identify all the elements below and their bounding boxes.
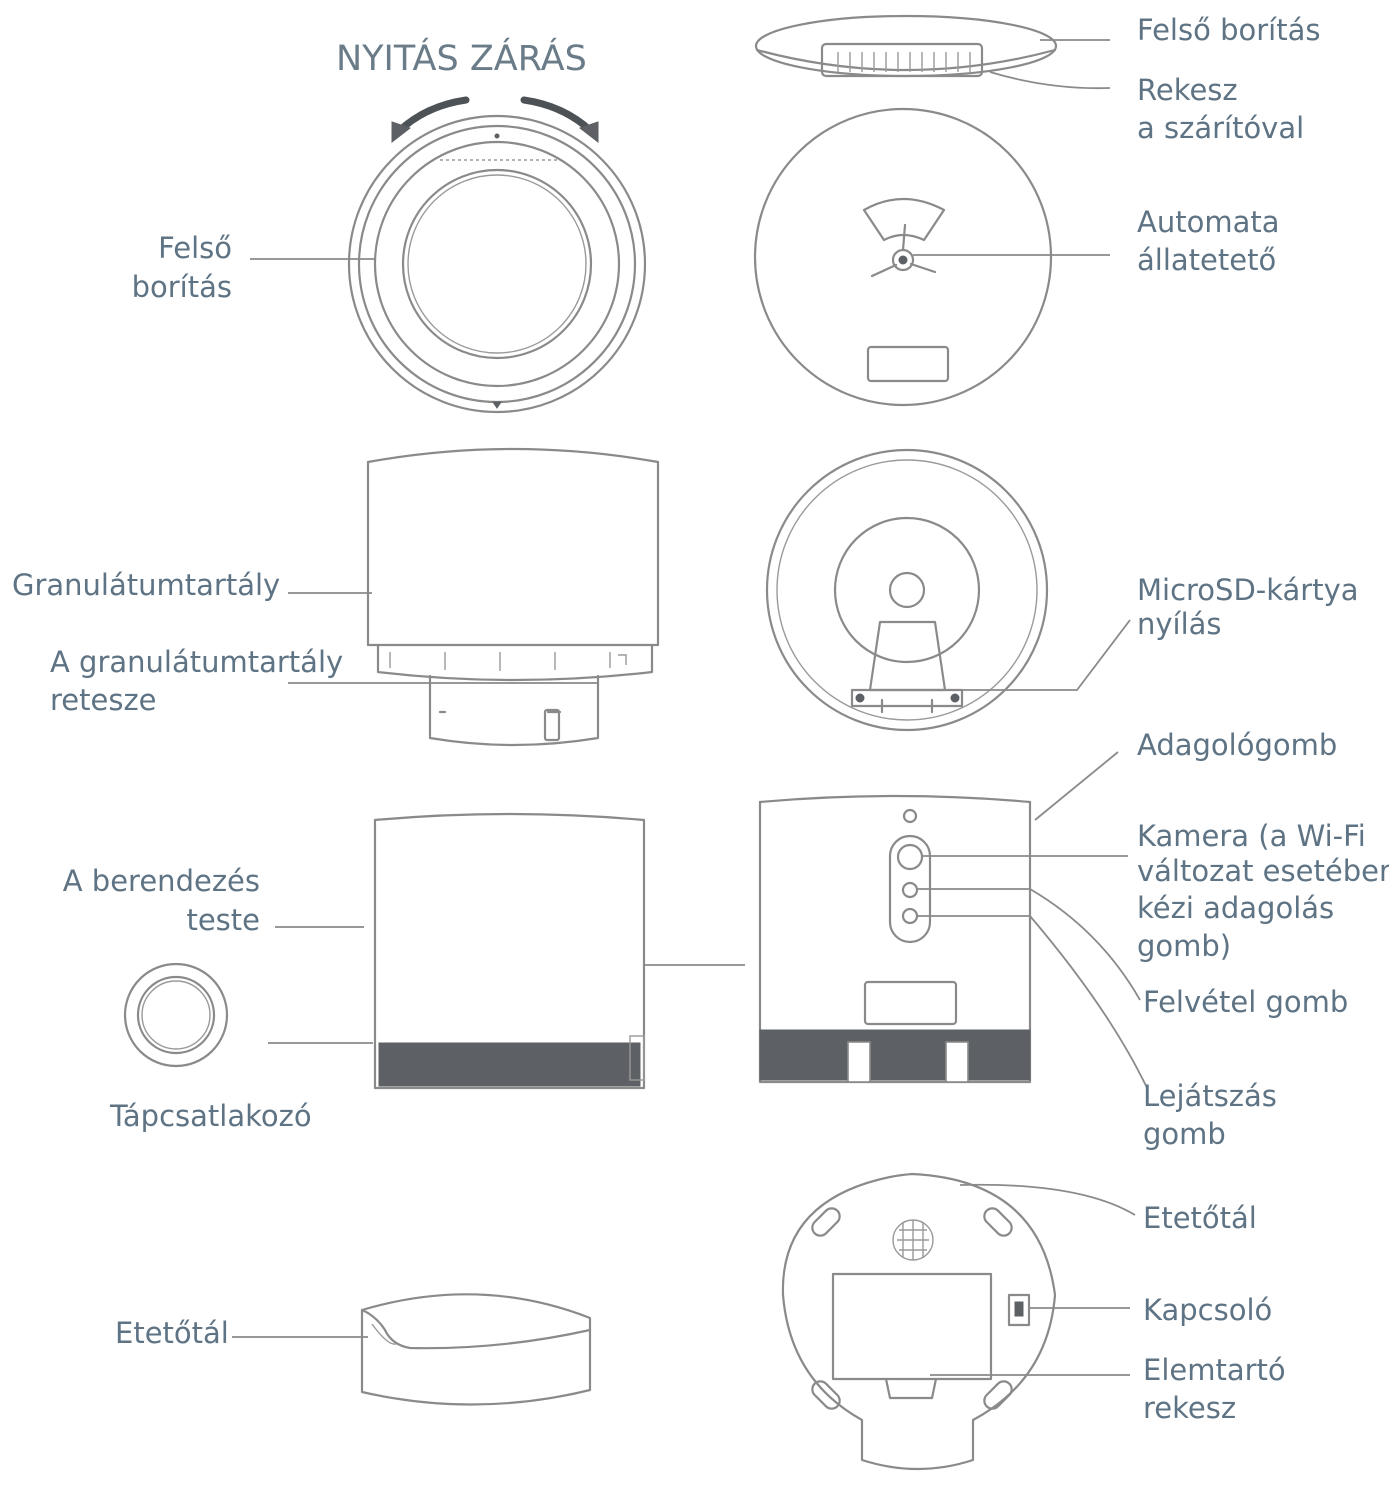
microsd-leader: [950, 619, 1131, 691]
label-auto-feeder-1: Automata: [1137, 205, 1280, 239]
label-microsd-2: nyílás: [1137, 607, 1222, 641]
label-record-button: Felvétel gomb: [1143, 985, 1348, 1019]
label-switch: Kapcsoló: [1143, 1293, 1272, 1327]
label-body-2: teste: [186, 903, 260, 937]
label-bowl-left: Etetőtál: [115, 1316, 229, 1350]
label-bowl-right: Etetőtál: [1143, 1201, 1257, 1235]
label-microsd-1: MicroSD-kártya: [1137, 573, 1359, 607]
label-compartment-1: Rekesz: [1137, 73, 1238, 107]
label-top-cover-left-1: Felső: [158, 231, 232, 265]
feeder-top-view-illustration: [753, 107, 1053, 407]
tank-bottom-view-illustration: [765, 448, 1049, 732]
bowl-right-leader: [959, 1183, 1136, 1216]
record-button-leader: [917, 888, 1141, 1001]
label-camera-3: kézi adagolás: [1137, 891, 1334, 925]
granule-tank-illustration: [366, 447, 660, 747]
label-granule-latch-2: retesze: [50, 683, 157, 717]
label-granule-latch-1: A granulátumtartály: [50, 645, 343, 679]
label-top-cover-right: Felső borítás: [1137, 13, 1320, 47]
playback-button-leader: [917, 915, 1149, 1091]
label-battery-2: rekesz: [1143, 1391, 1236, 1425]
label-camera-2: változat esetében: [1137, 854, 1389, 888]
device-body-front-illustration: [373, 812, 646, 1090]
label-granule-tank: Granulátumtartály: [12, 568, 280, 602]
feeding-bowl-illustration: [360, 1293, 592, 1406]
label-auto-feeder-2: állatetető: [1137, 243, 1276, 277]
top-cover-front-illustration: [347, 114, 647, 414]
label-body-1: A berendezés: [63, 864, 260, 898]
label-playback-button-1: Lejátszás: [1143, 1079, 1277, 1113]
label-battery-1: Elemtartó: [1143, 1353, 1286, 1387]
power-connector-illustration: [123, 962, 229, 1068]
compartment-leader: [989, 71, 1111, 90]
label-camera-1: Kamera (a Wi-Fi: [1137, 819, 1366, 853]
device-bottom-view-illustration: [781, 1172, 1057, 1471]
label-compartment-2: a szárítóval: [1137, 111, 1304, 145]
top-cover-side-illustration: [754, 14, 1058, 78]
label-power-connector: Tápcsatlakozó: [109, 1099, 312, 1133]
diagram-title: NYITÁS ZÁRÁS: [336, 37, 587, 79]
label-playback-button-2: gomb: [1143, 1117, 1226, 1151]
label-top-cover-left-2: borítás: [132, 270, 232, 304]
label-dispense-button: Adagológomb: [1137, 728, 1337, 762]
label-camera-4: gomb): [1137, 929, 1231, 963]
open-arrowhead-icon: [391, 121, 412, 144]
close-arrowhead-icon: [578, 121, 599, 144]
dispense-button-leader: [1034, 751, 1119, 821]
device-body-back-illustration: [758, 794, 1032, 1084]
